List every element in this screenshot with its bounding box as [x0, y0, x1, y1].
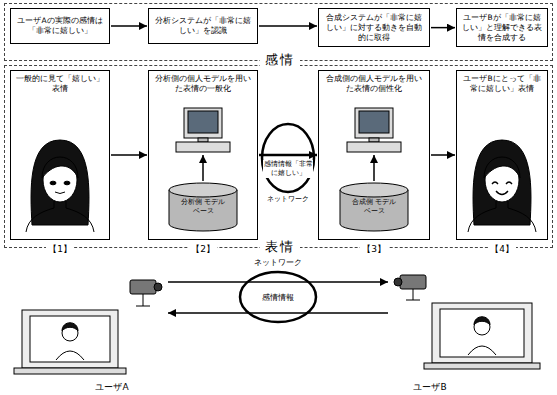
happy-face — [26, 140, 94, 232]
box-text: 合成側の個人モデルを用いた表情の個性化 — [319, 71, 429, 97]
flow-arrow — [259, 25, 317, 27]
computer-icon — [347, 108, 401, 181]
ellipse-text: 感情情報 — [260, 292, 296, 303]
very-happy-face — [468, 140, 536, 232]
box-text: 一般的に見て「嬉しい」表情 — [11, 71, 109, 97]
callout-number: 【3】 — [360, 243, 388, 256]
user-b-terminal — [394, 275, 540, 369]
emotion-box: ユーザBが「非常に嬉しい」と理解できる表情を合成する — [456, 8, 548, 47]
expression-box: 分析側の個人モデルを用いた表情の一般化分析側 モデルベース — [148, 70, 258, 240]
caption-label: ネットワーク — [265, 194, 311, 204]
model-base-cylinder: 分析側 モデルベース — [168, 182, 238, 232]
network-ellipse: 感情情報 — [238, 270, 318, 324]
flow-arrow — [259, 154, 317, 157]
flow-arrow — [431, 154, 455, 156]
flow-arrow — [111, 25, 147, 27]
expression-box: 合成側の個人モデルを用いた表情の個性化合成側 モデルベース — [318, 70, 430, 240]
network-ellipse — [262, 124, 314, 192]
cylinder-text: 分析側 モデルベース — [178, 198, 228, 216]
receive-arrow — [168, 312, 388, 314]
expression-band: 表情一般的に見て「嬉しい」表情分析側の個人モデルを用いた表情の一般化分析側 モデ… — [4, 65, 553, 248]
user-a-terminal — [14, 280, 162, 374]
emotion-box: ユーザAの実際の感情は「非常に嬉しい」 — [10, 8, 110, 44]
caption-label: ユーザB — [411, 381, 448, 394]
box-text: 分析側の個人モデルを用いた表情の一般化 — [149, 71, 257, 97]
ellipse-outline — [240, 272, 316, 322]
edge-label: 感情情報「非常に嬉しい」 — [263, 160, 313, 178]
cylinder-top — [340, 183, 408, 197]
expression-box: 一般的に見て「嬉しい」表情 — [10, 70, 110, 240]
band-heading: 感情 — [260, 51, 300, 69]
box-text: 合成システムが「非常に嬉しい」に対する動きを自動的に取得 — [319, 10, 429, 45]
callout-number: 【4】 — [488, 243, 516, 256]
emotion-box: 分析システムが「非常に嬉しい」を認識 — [148, 8, 258, 44]
box-text: 分析システムが「非常に嬉しい」を認識 — [149, 13, 257, 39]
box-text: ユーザBにとって「非常に嬉しい」表情 — [457, 71, 547, 97]
flow-arrow — [431, 27, 455, 29]
flow-arrow — [111, 154, 147, 156]
emotion-band: 感情ユーザAの実際の感情は「非常に嬉しい」分析システムが「非常に嬉しい」を認識合… — [4, 3, 553, 61]
caption-label: ネットワーク — [252, 257, 304, 268]
cylinder-top — [169, 183, 237, 197]
band-heading: 表情 — [260, 238, 300, 256]
computer-icon — [176, 108, 230, 181]
callout-number: 【1】 — [46, 243, 74, 256]
callout-number: 【2】 — [189, 243, 217, 256]
send-arrow — [168, 281, 388, 283]
caption-label: ユーザA — [93, 381, 130, 394]
box-text: ユーザBが「非常に嬉しい」と理解できる表情を合成する — [457, 10, 547, 45]
emotion-box: 合成システムが「非常に嬉しい」に対する動きを自動的に取得 — [318, 8, 430, 47]
expression-box: ユーザBにとって「非常に嬉しい」表情 — [456, 70, 548, 240]
cylinder-text: 合成側 モデルベース — [349, 198, 399, 216]
box-text: ユーザAの実際の感情は「非常に嬉しい」 — [11, 13, 109, 39]
model-base-cylinder: 合成側 モデルベース — [339, 182, 409, 232]
